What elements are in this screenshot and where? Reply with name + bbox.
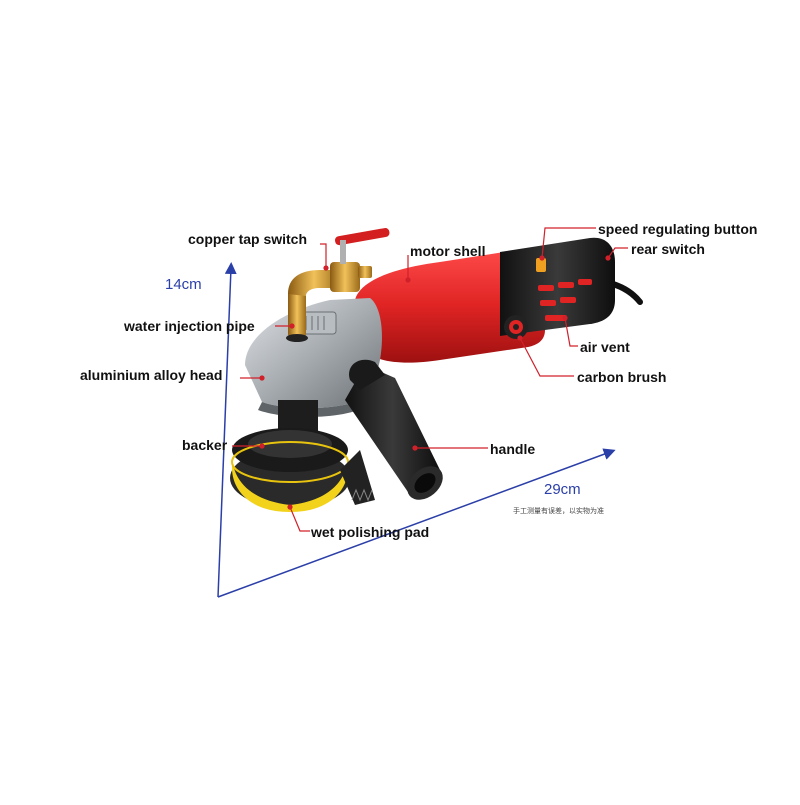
label-motor-shell: motor shell: [410, 243, 486, 259]
label-handle: handle: [490, 441, 536, 457]
leader-wet-pad: [289, 506, 310, 532]
rear-housing: [500, 237, 615, 336]
label-wet-polishing-pad: wet polishing pad: [311, 524, 430, 540]
leader-lines: [232, 227, 628, 532]
label-rear-switch: rear switch: [631, 241, 705, 257]
measurement-note: 手工测量有误差，以实物为准: [513, 507, 604, 515]
leader-rear-switch: [607, 247, 628, 259]
polishing-assembly: [230, 400, 375, 512]
length-dimension-line: [217, 448, 616, 598]
leader-carbon-brush: [519, 337, 574, 377]
label-carbon-brush: carbon brush: [577, 369, 667, 385]
dimension-lines: [217, 262, 616, 598]
dimension-height-label: 14cm: [165, 276, 202, 293]
label-speed-regulating-button: speed regulating button: [598, 221, 758, 237]
motor-body: [355, 237, 615, 363]
air-vent-slots: [538, 279, 592, 321]
leader-copper-tap: [320, 243, 327, 268]
label-copper-tap-switch: copper tap switch: [188, 231, 308, 247]
dimension-length-label: 29cm: [544, 481, 581, 498]
leader-air-vent: [564, 317, 578, 347]
label-air-vent: air vent: [580, 339, 630, 355]
tap-lever[interactable]: [334, 227, 390, 246]
label-backer: backer: [182, 437, 228, 453]
height-dimension-line: [217, 262, 237, 598]
label-aluminium-alloy-head: aluminium alloy head: [80, 367, 223, 383]
speed-regulating-knob[interactable]: [536, 258, 546, 272]
polishing-pad: [232, 455, 348, 512]
side-handle: [345, 359, 443, 500]
leader-speed-button: [541, 227, 596, 259]
label-water-injection-pipe: water injection pipe: [124, 318, 255, 334]
